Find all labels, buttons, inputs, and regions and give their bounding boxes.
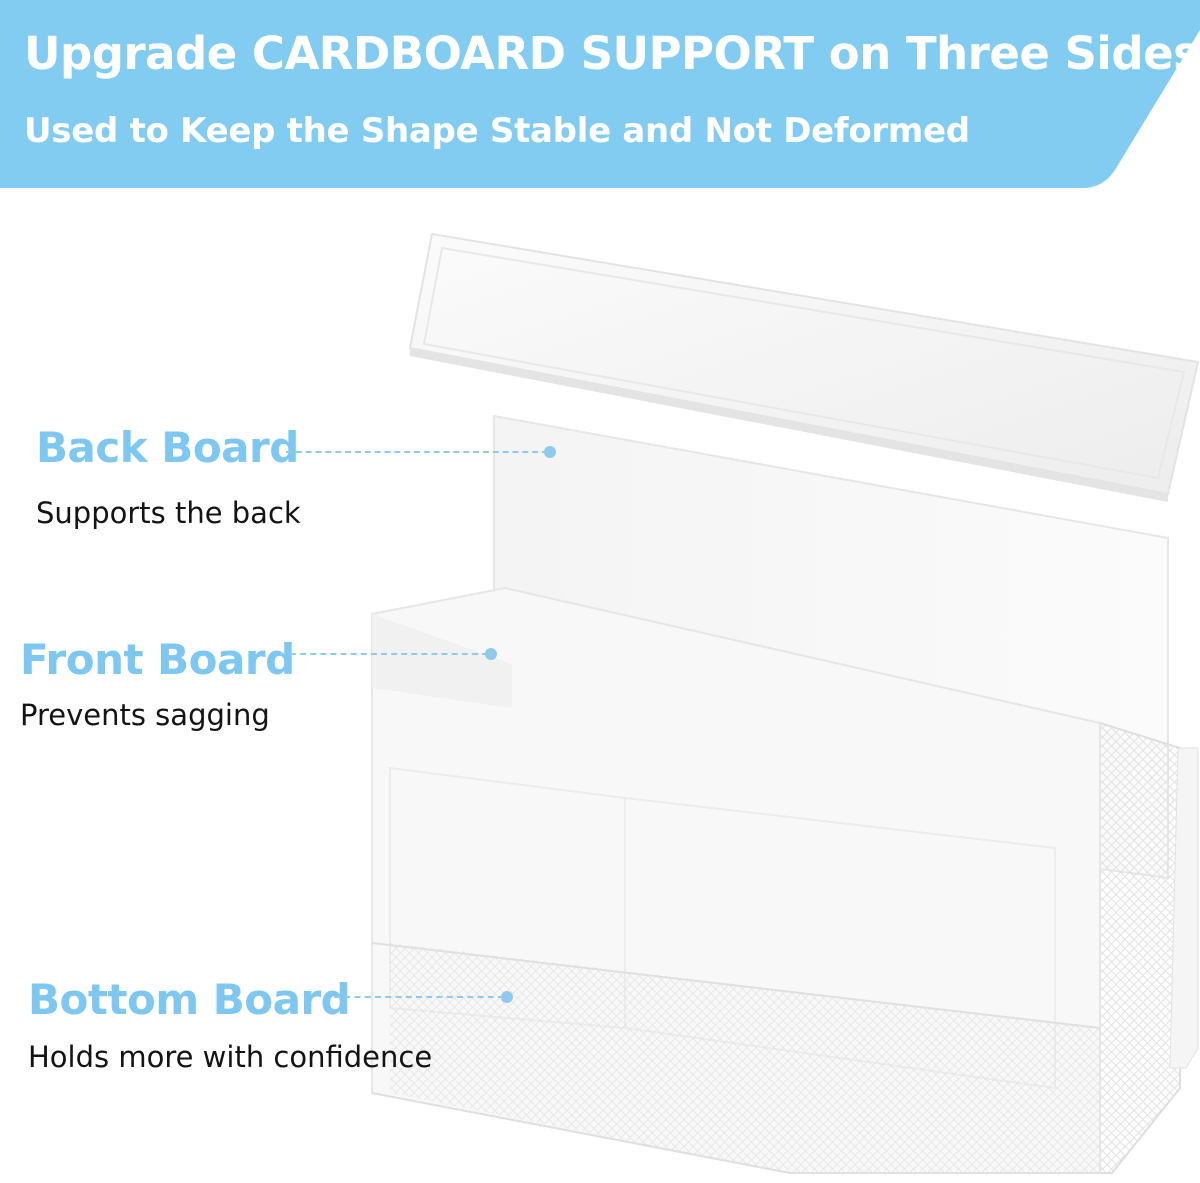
- callout-bottom-board-title: Bottom Board: [28, 975, 351, 1024]
- callout-front-board-dot: [485, 648, 497, 660]
- callout-bottom-board-leader: [334, 996, 504, 998]
- callout-front-board-title: Front Board: [20, 635, 295, 684]
- headline: Upgrade CARDBOARD SUPPORT on Three Sides: [24, 27, 1200, 80]
- callout-back-board-description: Supports the back: [36, 496, 301, 530]
- top-lid-board: [408, 232, 1200, 502]
- header-banner: [0, 0, 1200, 188]
- callout-back-board-leader: [286, 451, 548, 453]
- callout-bottom-board-description: Holds more with confidence: [28, 1040, 433, 1074]
- callout-back-board-title: Back Board: [36, 423, 299, 472]
- subheadline: Used to Keep the Shape Stable and Not De…: [24, 111, 970, 151]
- callout-front-board-leader: [280, 653, 488, 655]
- banner-shape: [0, 0, 1200, 188]
- callout-back-board-dot: [544, 446, 556, 458]
- organizer-illustration: [371, 232, 1200, 1174]
- callout-bottom-board-dot: [501, 991, 513, 1003]
- callout-front-board-description: Prevents sagging: [20, 698, 270, 732]
- basket-body: [371, 586, 1101, 1174]
- product-image: [0, 188, 1200, 1183]
